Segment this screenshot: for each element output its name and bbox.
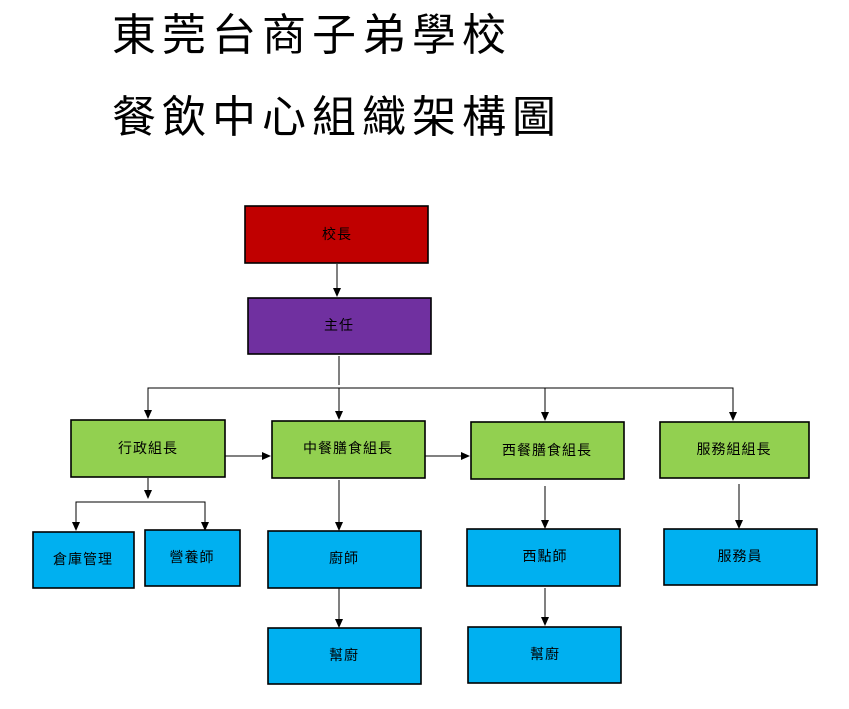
- title-chart-name: 餐飲中心組織架構圖: [112, 92, 562, 143]
- node-principal: 校長: [244, 205, 429, 264]
- node-kitchen-helper-2-box: [467, 626, 622, 684]
- node-chef-box: [267, 530, 422, 589]
- node-admin-leader-label: 行政組長: [118, 441, 178, 457]
- node-director: 主任: [247, 297, 432, 355]
- node-western-meal-leader: 西餐膳食組長: [470, 421, 625, 480]
- node-principal-label: 校長: [322, 226, 352, 243]
- node-service-leader: 服務組組長: [659, 421, 810, 479]
- node-pastry-chef-box: [466, 528, 621, 587]
- node-kitchen-helper-1-label: 幫廚: [329, 647, 359, 664]
- node-kitchen-helper-2-label: 幫廚: [530, 646, 560, 663]
- node-warehouse-label: 倉庫管理: [53, 551, 113, 568]
- node-western-meal-leader-box: [470, 421, 625, 480]
- node-warehouse: 倉庫管理: [32, 531, 135, 589]
- node-principal-box: [244, 205, 429, 264]
- node-pastry-chef-label: 西點師: [523, 549, 568, 565]
- node-admin-leader: 行政組長: [70, 419, 226, 478]
- node-nutritionist-label: 營養師: [170, 549, 215, 566]
- node-director-label: 主任: [324, 318, 354, 334]
- connectors: [72, 264, 743, 628]
- title-school-name: 東莞台商子弟學校: [112, 10, 512, 61]
- node-service-staff-box: [663, 528, 818, 586]
- connector-branch-bar: [147, 387, 734, 418]
- node-warehouse-box: [32, 531, 135, 589]
- node-chef-label: 廚師: [329, 550, 359, 567]
- node-nutritionist: 營養師: [144, 529, 241, 587]
- node-chef: 廚師: [267, 530, 422, 589]
- node-nutritionist-box: [144, 529, 241, 587]
- node-director-box: [247, 297, 432, 355]
- node-service-leader-box: [659, 421, 810, 479]
- node-western-meal-leader-label: 西餐膳食組長: [502, 442, 592, 459]
- connector-admin-branch: [75, 501, 206, 530]
- node-kitchen-helper-1: 幫廚: [267, 627, 422, 685]
- node-admin-leader-box: [70, 419, 226, 478]
- node-service-leader-label: 服務組組長: [697, 442, 772, 458]
- node-chinese-meal-leader-label: 中餐膳食組長: [303, 440, 393, 457]
- node-chinese-meal-leader-box: [271, 420, 426, 479]
- node-kitchen-helper-2: 幫廚: [467, 626, 622, 684]
- node-service-staff-label: 服務員: [718, 549, 763, 565]
- node-chinese-meal-leader: 中餐膳食組長: [271, 420, 426, 479]
- node-kitchen-helper-1-box: [267, 627, 422, 685]
- node-pastry-chef: 西點師: [466, 528, 621, 587]
- node-service-staff: 服務員: [663, 528, 818, 586]
